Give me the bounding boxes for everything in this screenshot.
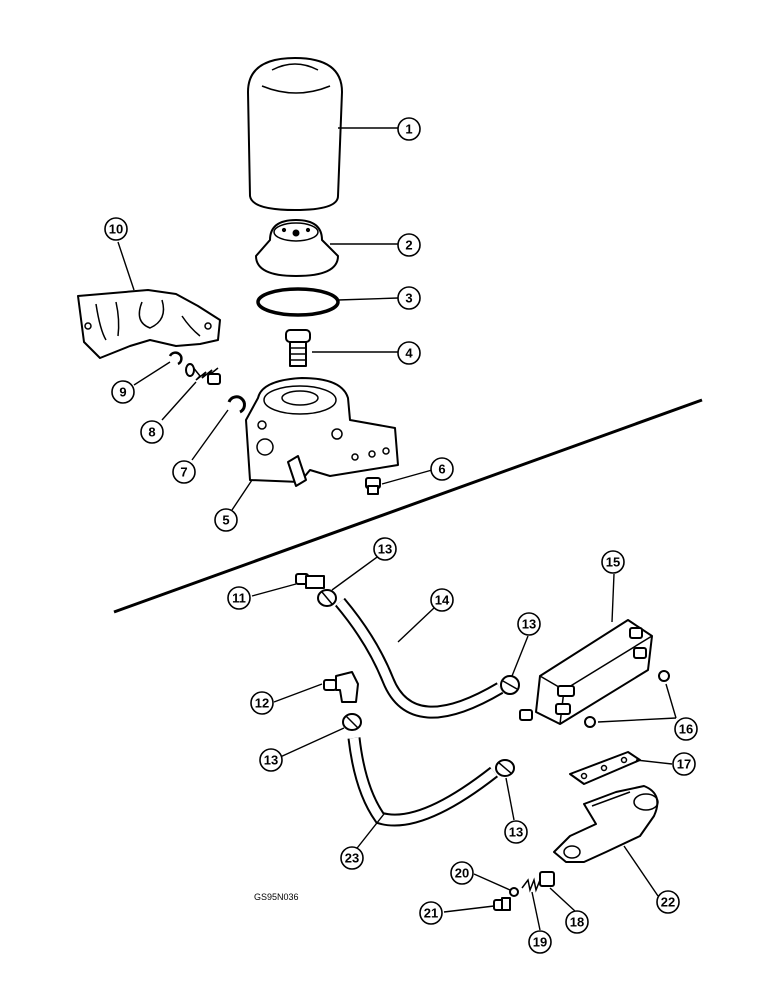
- callout-13-a: 13: [373, 537, 397, 561]
- callout-10: 10: [104, 217, 128, 241]
- filter-head-housing: [245, 377, 399, 487]
- callout-label: 3: [405, 291, 412, 306]
- filter-cartridge: [247, 57, 343, 211]
- section-divider: [113, 398, 703, 614]
- drain-plug: [493, 897, 511, 911]
- callout-13-c: 13: [259, 748, 283, 772]
- callout-8: 8: [140, 420, 164, 444]
- bypass-spring: [521, 877, 541, 893]
- callout-label: 7: [180, 465, 187, 480]
- callout-label: 20: [455, 866, 469, 881]
- cooler-inlet-hose: [335, 597, 504, 719]
- callout-label: 21: [424, 906, 438, 921]
- callout-label: 2: [405, 238, 412, 253]
- callout-20: 20: [450, 861, 474, 885]
- callout-19: 19: [528, 930, 552, 954]
- callout-label: 6: [438, 462, 445, 477]
- callout-9: 9: [111, 380, 135, 404]
- hose-clamp: [495, 759, 515, 777]
- bypass-valve: [539, 871, 555, 887]
- elbow-fitting: [295, 573, 325, 589]
- callout-label: 17: [677, 757, 691, 772]
- callout-label: 15: [606, 555, 620, 570]
- oil-cooler: [519, 619, 653, 725]
- callout-label: 13: [509, 825, 523, 840]
- callout-15: 15: [601, 550, 625, 574]
- o-rings: [584, 670, 670, 728]
- callout-label: 5: [222, 513, 229, 528]
- hose-clamp: [500, 675, 520, 695]
- callout-17: 17: [672, 752, 696, 776]
- angle-fitting: [323, 671, 359, 703]
- washer: [509, 887, 519, 897]
- callout-4: 4: [397, 341, 421, 365]
- callout-2: 2: [397, 233, 421, 257]
- mounting-gasket: [569, 751, 641, 785]
- callout-label: 12: [255, 696, 269, 711]
- callout-18: 18: [565, 910, 589, 934]
- callout-11: 11: [227, 586, 251, 610]
- callout-7: 7: [172, 460, 196, 484]
- callout-label: 8: [148, 425, 155, 440]
- callout-12: 12: [250, 691, 274, 715]
- callout-label: 22: [661, 895, 675, 910]
- callout-22: 22: [656, 890, 680, 914]
- callout-label: 10: [109, 222, 123, 237]
- callout-14: 14: [430, 588, 454, 612]
- leader-lines: [117, 127, 677, 931]
- callout-13-b: 13: [517, 612, 541, 636]
- drawing-code: GS95N036: [254, 892, 299, 902]
- callout-1: 1: [397, 117, 421, 141]
- callout-label: 4: [405, 346, 413, 361]
- hose-clamp: [342, 713, 362, 731]
- threaded-insert: [285, 329, 311, 367]
- callout-label: 16: [679, 722, 693, 737]
- callout-label: 13: [522, 617, 536, 632]
- callout-6: 6: [430, 457, 454, 481]
- callout-3: 3: [397, 286, 421, 310]
- callout-label: 13: [264, 753, 278, 768]
- filter-adapter: [255, 219, 339, 277]
- callout-label: 11: [232, 591, 246, 606]
- callout-13-d: 13: [504, 820, 528, 844]
- callout-label: 13: [378, 542, 392, 557]
- callout-5: 5: [214, 508, 238, 532]
- gasket: [77, 289, 221, 359]
- hose-clamp: [317, 589, 337, 607]
- valve-spring: [185, 363, 221, 385]
- callout-label: 23: [345, 851, 359, 866]
- callout-23: 23: [340, 846, 364, 870]
- o-ring: [256, 287, 340, 317]
- callout-label: 18: [570, 915, 584, 930]
- cooler-adapter: [553, 785, 659, 863]
- snap-ring: [227, 395, 246, 414]
- callout-16: 16: [674, 717, 698, 741]
- callout-21: 21: [419, 901, 443, 925]
- retaining-clip: [168, 351, 183, 366]
- plug: [365, 477, 381, 495]
- callout-label: 9: [119, 385, 126, 400]
- callout-label: 14: [435, 593, 450, 608]
- callout-label: 1: [405, 122, 412, 137]
- callout-label: 19: [533, 935, 547, 950]
